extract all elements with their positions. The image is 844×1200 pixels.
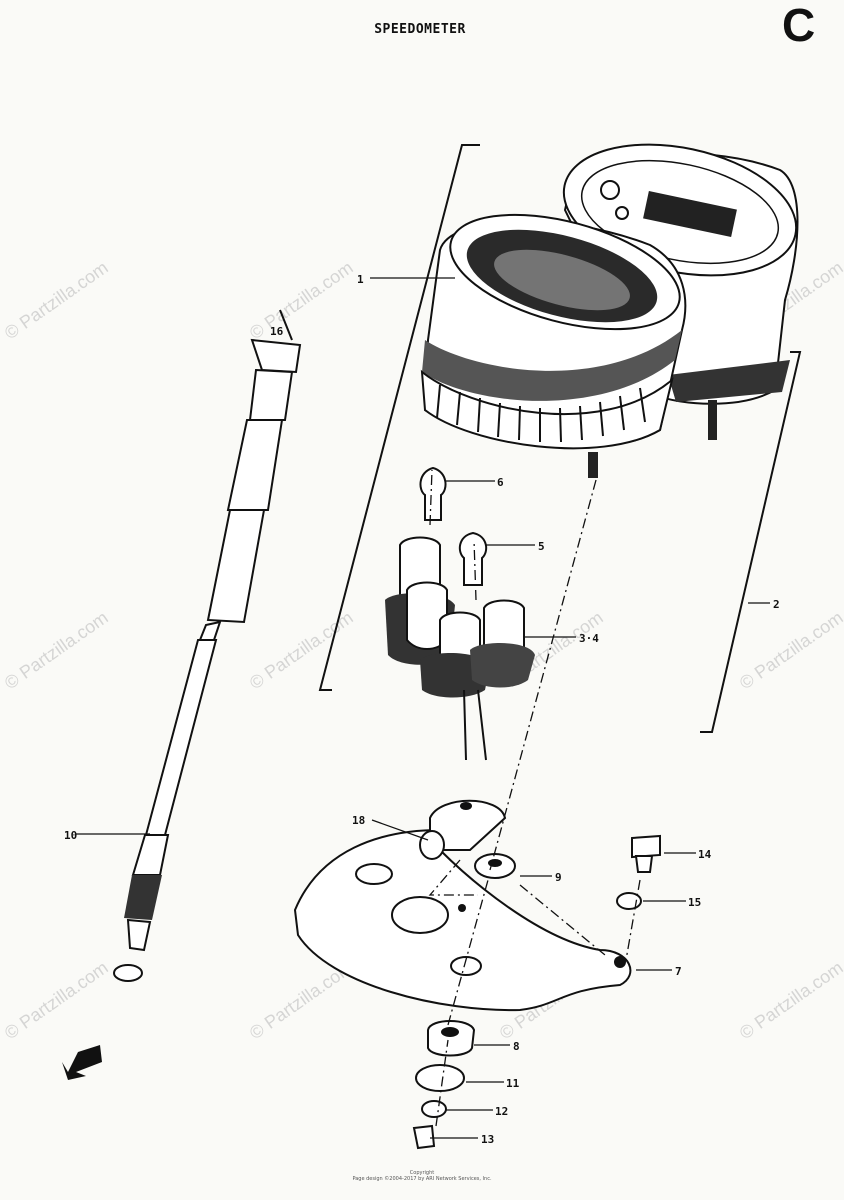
callout-7: 7 [675, 965, 682, 978]
bracket-part-1 [318, 144, 480, 691]
page-title: SPEEDOMETER [374, 22, 466, 37]
hardware [412, 834, 661, 1150]
callout-2: 2 [773, 598, 780, 611]
center-lines [428, 469, 641, 1127]
speedometer-unit [420, 213, 687, 478]
callout-15: 15 [688, 896, 701, 909]
callouts: 1 2 3·4 5 6 7 8 9 10 11 12 13 14 15 16 1… [64, 273, 780, 1146]
callout-1: 1 [357, 273, 364, 286]
mounting-bracket [293, 799, 632, 1012]
bulb-part-6 [419, 466, 447, 521]
watermark-12: © Partzilla.com [736, 957, 844, 1043]
bracket-part-2 [700, 351, 802, 733]
callout-14: 14 [698, 848, 712, 861]
section-letter: C [782, 0, 816, 51]
socket-assembly [385, 536, 535, 761]
leader-lines [75, 277, 770, 1139]
callout-16: 16 [270, 325, 284, 338]
callout-13: 13 [481, 1133, 494, 1146]
watermark-8: © Partzilla.com [736, 607, 844, 693]
assembly-brackets [318, 144, 802, 733]
callout-6: 6 [497, 476, 504, 489]
copyright-notice: Copyright Page design ©2004-2017 by ARI … [352, 1170, 492, 1182]
watermark-5: © Partzilla.com [1, 607, 112, 693]
callout-9: 9 [555, 871, 562, 884]
callout-10: 10 [64, 829, 77, 842]
bulb-part-5 [458, 531, 488, 586]
callout-18: 18 [352, 814, 365, 827]
callout-11: 11 [506, 1077, 520, 1090]
watermark-9: © Partzilla.com [1, 957, 112, 1043]
callout-8: 8 [513, 1040, 520, 1053]
watermark-2: © Partzilla.com [246, 257, 357, 343]
speedometer-cable [113, 309, 302, 982]
watermark-1: © Partzilla.com [1, 257, 112, 343]
bulbs-and-sockets [385, 466, 535, 761]
watermark-6: © Partzilla.com [246, 607, 357, 693]
callout-12: 12 [495, 1105, 508, 1118]
callout-3-4: 3·4 [579, 632, 599, 645]
callout-5: 5 [538, 540, 545, 553]
front-direction-arrow-icon [62, 1045, 102, 1080]
